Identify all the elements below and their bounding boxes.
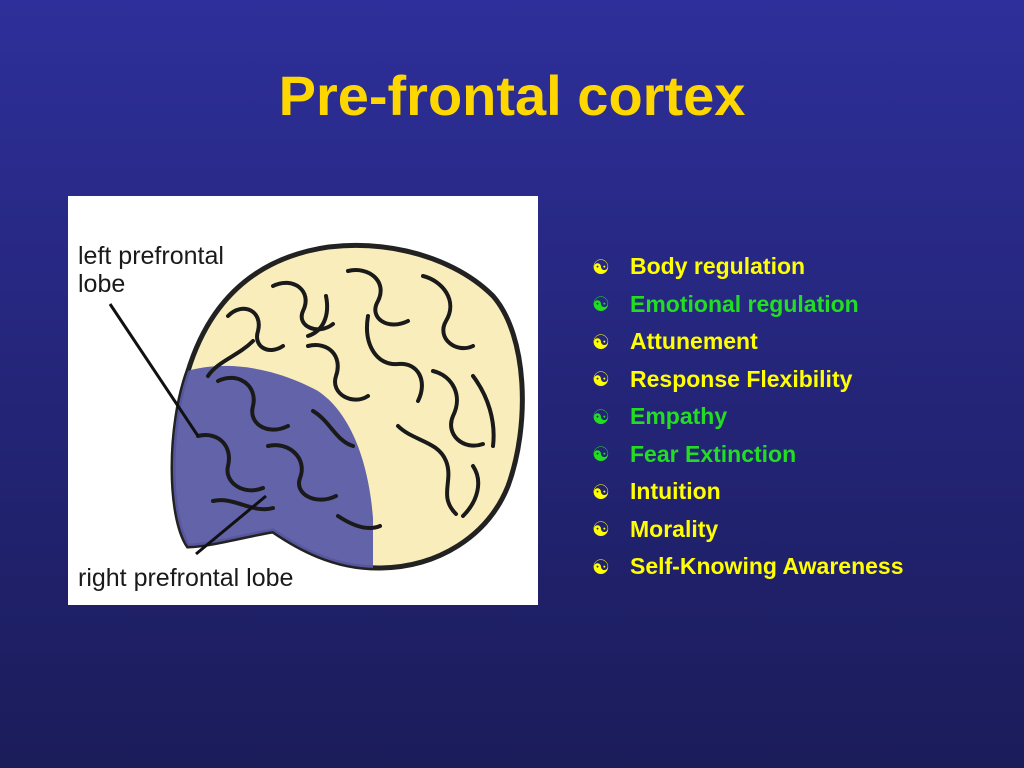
yin-yang-icon: ☯ (592, 554, 610, 579)
bullet-text: Body regulation (630, 253, 806, 280)
bullet-text: Attunement (630, 328, 758, 355)
prefrontal-lobe-shading (173, 366, 373, 568)
label-left-prefrontal-line1: left prefrontal (78, 242, 224, 270)
label-left-prefrontal-line2: lobe (78, 270, 125, 298)
bullet-item: ☯ Self-Knowing Awareness (590, 548, 904, 586)
yin-yang-icon: ☯ (592, 292, 610, 317)
yin-yang-icon: ☯ (592, 254, 610, 279)
brain-folds (196, 268, 496, 530)
bullet-item: ☯ Body regulation (590, 248, 904, 286)
bullet-item: ☯ Intuition (590, 473, 904, 511)
yin-yang-icon: ☯ (592, 442, 610, 467)
bullet-text: Intuition (630, 478, 721, 505)
bullet-item: ☯ Attunement (590, 323, 904, 361)
bullet-text: Emotional regulation (630, 290, 859, 317)
bullet-text: Empathy (630, 403, 728, 430)
bullet-item: ☯ Response Flexibility (590, 361, 904, 399)
bullet-list: ☯ Body regulation ☯ Emotional regulation ☯… (590, 248, 904, 586)
bullet-text: Fear Extinction (630, 440, 797, 467)
bullet-text: Response Flexibility (630, 365, 853, 392)
bullet-item: ☯ Fear Extinction (590, 436, 904, 474)
pointer-line-left (108, 303, 200, 437)
bullet-text: Self-Knowing Awareness (630, 553, 904, 580)
bullet-item: ☯ Empathy (590, 398, 904, 436)
brain-illustration: left prefrontal lobe right prefrontal lo… (78, 242, 525, 592)
bullet-item: ☯ Emotional regulation (590, 286, 904, 324)
bullet-item: ☯ Morality (590, 511, 904, 549)
brain-diagram: left prefrontal lobe right prefrontal lo… (68, 196, 538, 605)
yin-yang-icon: ☯ (592, 517, 610, 542)
pointer-line-right (195, 494, 267, 556)
label-right-prefrontal: right prefrontal lobe (78, 564, 293, 592)
yin-yang-icon: ☯ (592, 479, 610, 504)
yin-yang-icon: ☯ (592, 404, 610, 429)
yin-yang-icon: ☯ (592, 367, 610, 392)
bullet-text: Morality (630, 515, 719, 542)
slide-title: Pre-frontal cortex (278, 64, 746, 127)
yin-yang-icon: ☯ (592, 329, 610, 354)
